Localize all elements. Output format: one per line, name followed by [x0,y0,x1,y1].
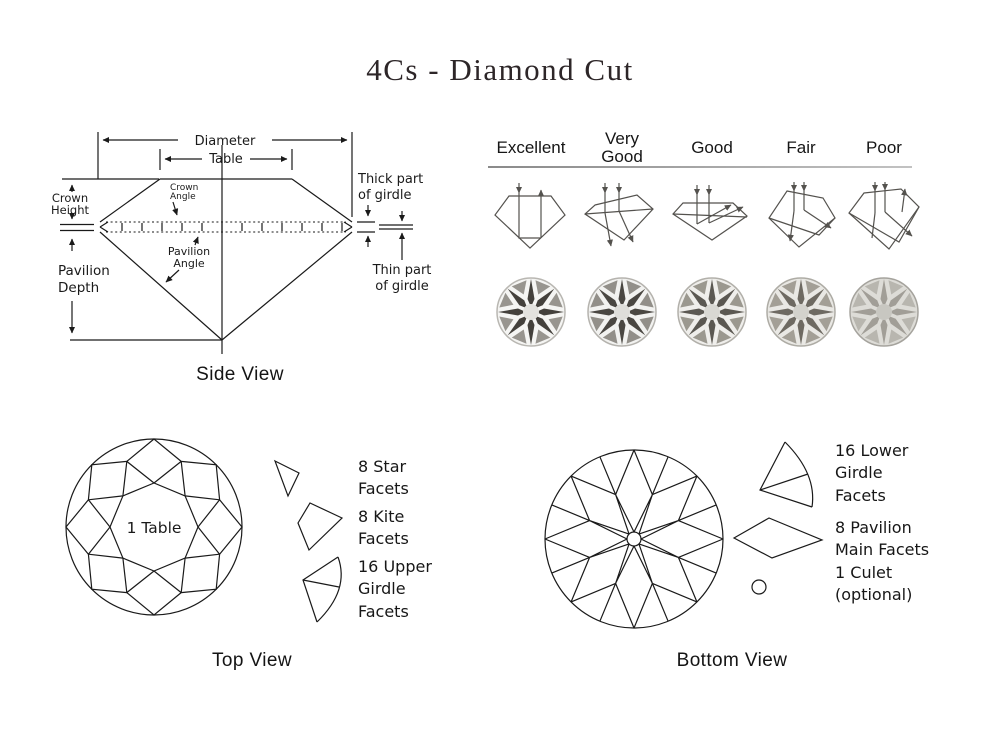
bottom-view-caption: Bottom View [676,650,788,671]
grade-header: Good [691,138,733,158]
diamond-photo-very-good [587,277,657,347]
pavilion-main-facets-label: 8 Pavilion Main Facets [835,518,930,560]
light-path-diagram-excellent [494,183,566,249]
thick-girdle-label: Thick part [357,172,423,187]
grade-header: Excellent [496,138,566,158]
bottom-view-facet-shapes [732,441,824,595]
pavilion-depth-label: Pavilion [58,263,110,279]
table-label: Table [208,152,243,167]
grade-header: Fair [786,138,816,158]
diamond-photo-excellent [496,277,566,347]
light-path-diagram-good [672,185,748,241]
grade-header: Very Good [601,129,643,166]
grade-column-excellent: Excellent [481,130,581,348]
side-view-caption: Side View [196,364,284,385]
pavilion-main-facet-icon [732,517,824,559]
light-path-diagram-poor [848,182,920,250]
grade-column-poor: Poor [834,130,934,348]
svg-text:Height: Height [51,203,90,217]
top-view-facet-shapes [273,459,344,623]
grade-column-very-good: Very Good [572,130,672,348]
bottom-view-diagram [544,449,724,629]
top-view-diagram: 1 Table [65,438,243,616]
kite-facet-icon [297,502,344,552]
grade-column-good: Good [662,130,762,348]
top-view-caption: Top View [212,650,292,671]
culet-icon [751,579,767,595]
svg-text:Angle: Angle [170,192,196,202]
kite-facets-label: 8 Kite Facets [358,507,409,549]
svg-text:of girdle: of girdle [375,279,429,294]
light-path-diagram-very-good [584,183,654,247]
crown-angle-label: Crown [170,183,198,193]
side-view-diagram: Diameter Table Crown Height Pavilion Dep… [51,132,432,354]
svg-text:Angle: Angle [173,257,205,270]
upper-girdle-facet-icon [302,556,342,623]
thin-girdle-label: Thin part [372,263,432,278]
svg-text:of girdle: of girdle [358,188,412,203]
diamond-photo-fair [766,277,836,347]
light-path-diagram-fair [768,182,836,248]
lower-girdle-facets-label: 16 Lower Girdle Facets [835,441,909,505]
grade-header: Poor [866,138,902,158]
star-facet-icon [273,459,300,498]
diameter-label: Diameter [195,134,256,149]
grade-divider-rule [488,166,912,168]
pavilion-angle-label: Pavilion [168,245,210,258]
diamond-photo-good [677,277,747,347]
culet-label: 1 Culet (optional) [835,563,913,605]
lower-girdle-facet-icon [759,441,814,508]
crown-height-label: Crown [52,191,88,205]
upper-girdle-facets-label: 16 Upper Girdle Facets [358,557,432,621]
table-count-label: 1 Table [127,519,182,537]
star-facets-label: 8 Star Facets [358,457,409,499]
diamond-photo-poor [849,277,919,347]
grade-column-fair: Fair [751,130,851,348]
page-title: 4Cs - Diamond Cut [366,52,634,87]
svg-text:Depth: Depth [58,280,99,296]
